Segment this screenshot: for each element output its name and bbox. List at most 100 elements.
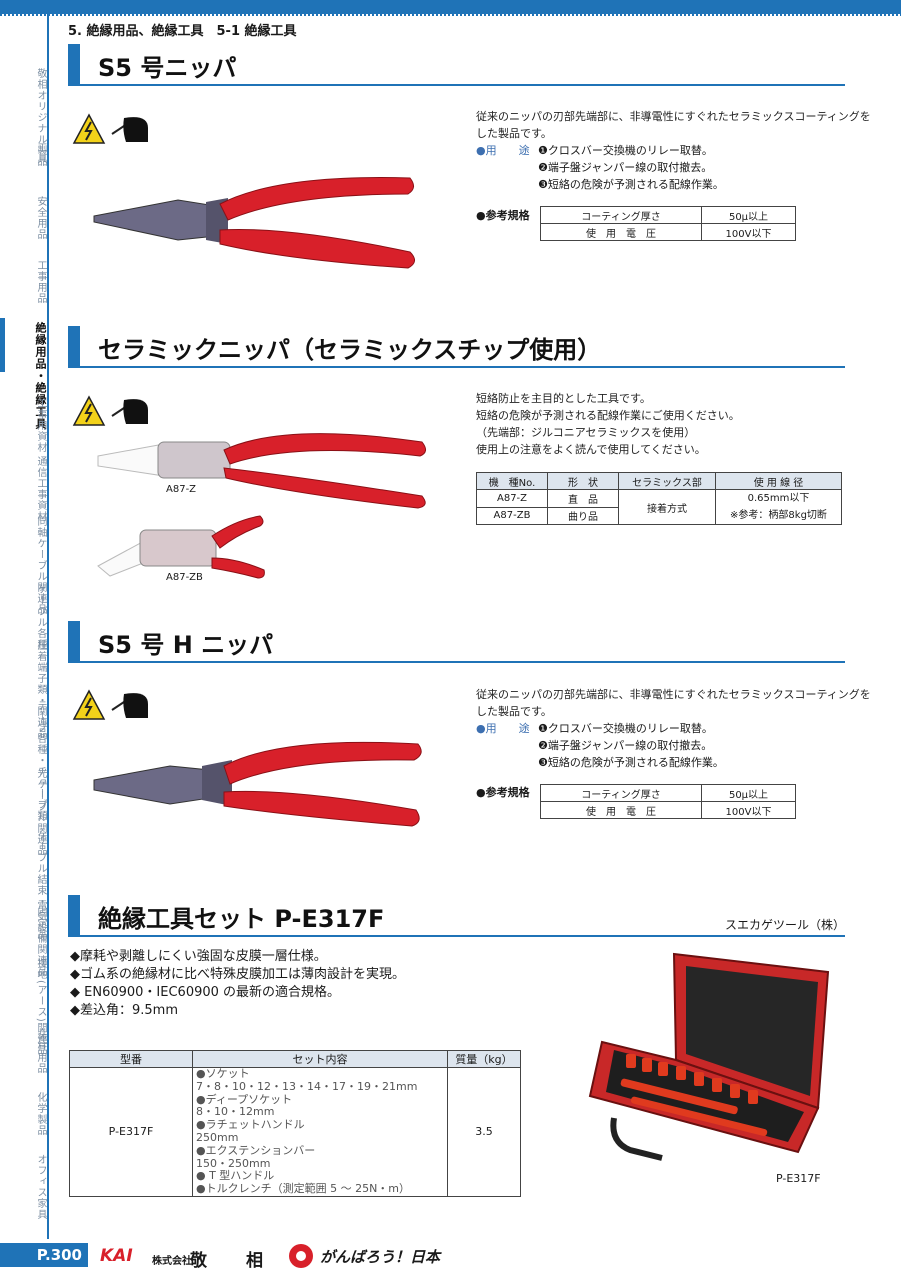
section-bar xyxy=(68,621,80,663)
sidebar-item[interactable]: 敬相オリジナル製品 xyxy=(35,68,46,167)
use-item: ❶クロスバー交換機のリレー取替。 xyxy=(538,722,713,735)
header-cell: セラミックス部 xyxy=(618,472,716,490)
contents-line: ●トルクレンチ（測定範囲 5 ～ 25N・m） xyxy=(196,1182,411,1196)
section-rule xyxy=(80,366,845,368)
sidebar-item[interactable]: ケーブル結束・固定品 xyxy=(35,830,46,940)
ceramic-cell: 接着方式 xyxy=(618,489,716,525)
sidebar-item[interactable]: オフィス家具 xyxy=(35,1154,46,1220)
use-item: ❷端子盤ジャンパー線の取付撤去。 xyxy=(538,161,713,174)
feature-item: ◆ゴム系の絶縁材に比べ特殊皮膜加工は薄肉設計を実現。 xyxy=(70,967,405,982)
s2-description: 短絡防止を主目的とした工具です。 短絡の危険が予測される配線作業にご使用ください… xyxy=(476,390,740,458)
electric-hazard-icon xyxy=(72,113,148,144)
use-label: ●用 途 xyxy=(476,722,530,735)
s2-spec-table: 機 種No. 形 状 セラミックス部 使 用 線 径 A87-Z 直 品 接着方… xyxy=(476,472,842,525)
wire-line: ※参考：柄部8kg切断 xyxy=(730,510,827,521)
section-title: S5 号 H ニッパ xyxy=(98,631,274,659)
sidebar-item[interactable]: 絶縁用品・絶縁工具 xyxy=(34,322,47,430)
wire-line: 0.65mm以下 xyxy=(747,493,810,504)
s1-spec-label: ●参考規格 xyxy=(476,209,530,222)
model-cell: A87-ZB xyxy=(476,506,548,525)
contents-cell: ●ソケット 7・8・10・12・13・14・17・19・21mm ●ディープソケ… xyxy=(192,1067,448,1197)
spec-key: コーティング厚さ xyxy=(540,206,702,224)
a87-zb-photo xyxy=(97,515,265,579)
header-cell: 質量（kg） xyxy=(447,1050,521,1068)
section-title: S5 号ニッパ xyxy=(98,54,237,82)
contents-line: 7・8・10・12・13・14・17・19・21mm xyxy=(196,1079,418,1093)
spec-value: 100V以下 xyxy=(701,223,796,241)
sidebar-item[interactable]: 化学製品 xyxy=(35,1092,46,1136)
kai-logo: KAI xyxy=(100,1246,133,1266)
section-bar xyxy=(68,895,80,937)
spec-value: 100V以下 xyxy=(701,801,796,819)
flower-icon xyxy=(289,1244,313,1268)
desc-line: 従来のニッパの刃部先端部に、非導電性にすぐれたセラミックスコーティングを xyxy=(476,110,871,123)
desc-line: 使用上の注意をよく読んで使用してください。 xyxy=(476,443,706,456)
header-cell: 形 状 xyxy=(547,472,619,490)
top-bar xyxy=(0,0,901,14)
top-bar-dots xyxy=(0,14,901,16)
sidebar-item[interactable]: テープ各種・チューブ類 xyxy=(35,700,46,821)
section-header-s5-nipper: S5 号ニッパ xyxy=(68,44,845,86)
shape-cell: 曲り品 xyxy=(547,506,619,525)
section-rule xyxy=(80,935,845,937)
sidebar-item[interactable]: 圧着端子類・関連品 xyxy=(35,640,46,739)
sidebar-item[interactable]: 同軸ケーブル関連品 xyxy=(35,516,46,615)
contents-line: ●ソケット xyxy=(196,1067,250,1080)
desc-line: 短絡防止を主目的とした工具です。 xyxy=(476,392,651,405)
s1-uses: ●用 途 ❶クロスバー交換機のリレー取替。 ❷端子盤ジャンパー線の取付撤去。 ❸… xyxy=(476,142,724,193)
tool-set-case-photo xyxy=(588,952,830,1161)
section-bar xyxy=(68,44,80,86)
a87-z-photo xyxy=(97,433,426,509)
section-bar xyxy=(68,326,80,368)
sidebar-item[interactable]: 装柱用品 xyxy=(35,1030,46,1074)
feature-item: ◆差込角：9.5mm xyxy=(70,1003,178,1018)
sidebar-item[interactable]: 安全用品 xyxy=(35,196,46,240)
caption-a87-zb: A87-ZB xyxy=(166,572,203,583)
sidebar-item[interactable]: ケーブル各種 xyxy=(35,584,46,650)
desc-line: （先端部：ジルコニアセラミックスを使用） xyxy=(476,426,696,439)
company-name-2: 相 xyxy=(246,1251,263,1271)
spec-value: 50μ以上 xyxy=(701,784,796,802)
slogan: がんばろう！日本 xyxy=(320,1248,441,1266)
tool-set-table: 型番 セット内容 質量（kg） P-E317F ●ソケット 7・8・10・12・… xyxy=(69,1050,521,1197)
feature-item: ◆摩耗や剥離しにくい強固な皮膜一層仕様。 xyxy=(70,949,327,964)
section-header-ceramic-nipper: セラミックニッパ（セラミックスチップ使用） xyxy=(68,326,845,368)
desc-line: 従来のニッパの刃部先端部に、非導電性にすぐれたセラミックスコーティングを xyxy=(476,688,871,701)
desc-line: した製品です。 xyxy=(476,127,552,140)
section-header-tool-set: 絶縁工具セット P-E317F xyxy=(68,895,845,937)
sidebar-item[interactable]: 工事用品 xyxy=(35,260,46,304)
use-item: ❶クロスバー交換機のリレー取替。 xyxy=(538,144,713,157)
header-cell: 使 用 線 径 xyxy=(715,472,842,490)
use-item: ❷端子盤ジャンパー線の取付撤去。 xyxy=(538,739,713,752)
contents-line: 8・10・12mm xyxy=(196,1105,275,1119)
sidebar-item[interactable]: 接地(アース)関連品 xyxy=(35,958,46,1056)
section-rule xyxy=(80,661,845,663)
sidebar-item[interactable]: 工具 xyxy=(35,142,46,164)
wire-cell: 0.65mm以下 ※参考：柄部8kg切断 xyxy=(715,489,842,525)
spec-key: コーティング厚さ xyxy=(540,784,702,802)
caption-a87-z: A87-Z xyxy=(166,484,197,495)
sidebar-item[interactable]: 通信工事資材 xyxy=(35,456,46,522)
sidebar-item[interactable]: 光ケーブル関連品 xyxy=(35,768,46,856)
contents-line: ● T 型ハンドル xyxy=(196,1169,275,1183)
contents-line: 250mm xyxy=(196,1130,239,1144)
contents-line: ●エクステンションバー xyxy=(196,1143,316,1157)
s5-nipper-photo xyxy=(93,177,415,269)
header-cell: セット内容 xyxy=(192,1050,448,1068)
model-cell: A87-Z xyxy=(476,489,548,508)
s3-spec-label: ●参考規格 xyxy=(476,786,530,799)
s3-uses: ●用 途 ❶クロスバー交換機のリレー取替。 ❷端子盤ジャンパー線の取付撤去。 ❸… xyxy=(476,720,724,771)
sidebar-item[interactable]: 工事用資材 xyxy=(35,398,46,453)
model-cell: P-E317F xyxy=(69,1067,193,1197)
desc-line: 短絡の危険が予測される配線作業にご使用ください。 xyxy=(476,409,740,422)
spec-key: 使 用 電 圧 xyxy=(540,801,702,819)
contents-line: ●ディープソケット xyxy=(196,1092,293,1106)
contents-line: ●ラチェットハンドル xyxy=(196,1118,305,1132)
sidebar-item[interactable]: 電気設備関連品 xyxy=(35,900,46,977)
section-rule xyxy=(80,84,845,86)
breadcrumb: 5. 絶縁用品、絶縁工具 5-1 絶縁工具 xyxy=(68,24,297,39)
sidebar-divider xyxy=(47,14,49,1239)
desc-line: した製品です。 xyxy=(476,705,552,718)
